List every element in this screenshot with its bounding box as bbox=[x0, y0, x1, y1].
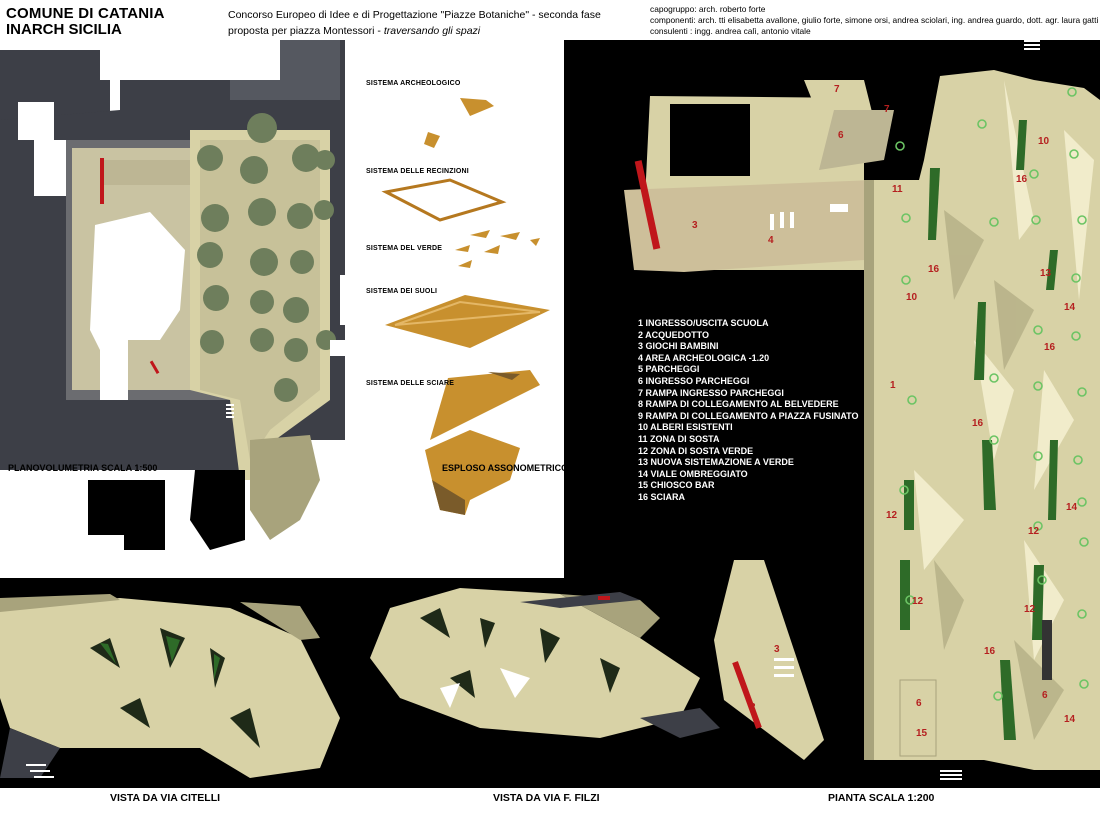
org-title: INARCH SICILIA bbox=[6, 21, 122, 38]
credit-consulenti: consulenti : ingg. andrea calì, antonio … bbox=[650, 26, 811, 36]
legend-item: 3 GIOCHI BAMBINI bbox=[638, 341, 719, 352]
plan-label-16e: 16 bbox=[984, 646, 996, 657]
legend-item: 16 SCIARA bbox=[638, 491, 686, 502]
plan-label-12d: 12 bbox=[1024, 604, 1036, 615]
view-citelli-render bbox=[0, 594, 340, 778]
legend-item: 14 VIALE OMBREGGIATO bbox=[638, 468, 748, 479]
plan-label-15: 15 bbox=[916, 728, 928, 739]
system-suoli-label: SISTEMA DEI SUOLI bbox=[366, 288, 438, 295]
plan-label-2b: 2 bbox=[750, 702, 756, 713]
plan-label-13: 13 bbox=[1040, 268, 1052, 279]
plan-label-16b: 16 bbox=[928, 264, 940, 275]
plan-label-7a: 7 bbox=[834, 84, 840, 95]
plan-label-12a: 12 bbox=[886, 510, 898, 521]
legend-item: 8 RAMPA DI COLLEGAMENTO AL BELVEDERE bbox=[638, 399, 839, 410]
plan-label-1: 1 bbox=[890, 380, 896, 391]
planovolumetria-drawing bbox=[0, 40, 550, 550]
plan-label-6a: 6 bbox=[838, 130, 844, 141]
city-title: COMUNE DI CATANIA bbox=[6, 5, 165, 22]
legend-item: 10 ALBERI ESISTENTI bbox=[638, 422, 733, 433]
plan-label-2a: 2 bbox=[646, 207, 652, 218]
plan-label-6b: 6 bbox=[916, 698, 922, 709]
footer bbox=[0, 788, 1100, 820]
header bbox=[0, 0, 1100, 40]
plan-label-7b: 7 bbox=[884, 104, 890, 115]
vista-citelli-caption: VISTA DA VIA CITELLI bbox=[110, 792, 221, 804]
legend-item: 4 AREA ARCHEOLOGICA -1.20 bbox=[638, 352, 770, 363]
legend-item: 6 INGRESSO PARCHEGGI bbox=[638, 375, 750, 386]
legend: 1 INGRESSO/USCITA SCUOLA 2 ACQUEDOTTO 3 … bbox=[638, 318, 859, 504]
plan-label-10b: 10 bbox=[906, 292, 918, 303]
legend-item: 5 PARCHEGGI bbox=[638, 364, 700, 375]
contest-title: Concorso Europeo di Idee e di Progettazi… bbox=[228, 9, 601, 21]
esploso-caption: ESPLOSO ASSONOMETRICO bbox=[442, 463, 569, 473]
plan-label-3b: 3 bbox=[774, 644, 780, 655]
proposal-title: traversando gli spazi bbox=[383, 25, 481, 37]
plan-label-10a: 10 bbox=[1038, 136, 1050, 147]
credit-componenti: componenti: arch. tti elisabetta avallon… bbox=[650, 15, 1099, 25]
pianta-drawing: 7 7 6 11 2 3 4 10 16 13 16 10 14 16 1 16… bbox=[624, 40, 1100, 780]
plan-label-14b: 14 bbox=[1066, 502, 1078, 513]
perspective-views bbox=[0, 588, 720, 778]
view-filzi-render bbox=[370, 588, 720, 738]
plan-label-16d: 16 bbox=[972, 418, 984, 429]
plan-label-11: 11 bbox=[892, 184, 903, 195]
plan-label-6c: 6 bbox=[1042, 690, 1048, 701]
system-recinzioni-label: SISTEMA DELLE RECINZIONI bbox=[366, 168, 469, 175]
plan-label-12c: 12 bbox=[912, 596, 924, 607]
legend-item: 1 INGRESSO/USCITA SCUOLA bbox=[638, 318, 769, 328]
system-verde-label: SISTEMA DEL VERDE bbox=[366, 245, 443, 252]
system-archeologico-label: SISTEMA ARCHEOLOGICO bbox=[366, 80, 461, 87]
plan-label-14a: 14 bbox=[1064, 302, 1076, 313]
pianta-caption: PIANTA SCALA 1:200 bbox=[828, 792, 935, 804]
vista-filzi-caption: VISTA DA VIA F. FILZI bbox=[493, 792, 600, 804]
legend-item: 7 RAMPA INGRESSO PARCHEGGI bbox=[638, 387, 784, 398]
plan-label-3a: 3 bbox=[692, 220, 698, 231]
plan-label-14c: 14 bbox=[1064, 714, 1076, 725]
legend-item: 11 ZONA DI SOSTA bbox=[638, 433, 720, 444]
plan-label-16a: 16 bbox=[1016, 174, 1028, 185]
plan-label-16c: 16 bbox=[1044, 342, 1056, 353]
legend-item: 15 CHIOSCO BAR bbox=[638, 480, 715, 491]
proposal-line: proposta per piazza Montessori - travers… bbox=[228, 25, 480, 37]
system-sciare-label: SISTEMA DELLE SCIARE bbox=[366, 380, 455, 387]
legend-item: 13 NUOVA SISTEMAZIONE A VERDE bbox=[638, 457, 794, 468]
plan-label-12b: 12 bbox=[1028, 526, 1040, 537]
proposal-prefix: proposta per piazza Montessori - bbox=[228, 25, 384, 37]
planovolumetria-caption: PLANOVOLUMETRIA SCALA 1:500 bbox=[8, 463, 158, 473]
credit-capogruppo: capogruppo: arch. roberto forte bbox=[650, 4, 766, 14]
legend-item: 12 ZONA DI SOSTA VERDE bbox=[638, 445, 754, 456]
legend-item: 9 RAMPA DI COLLEGAMENTO A PIAZZA FUSINAT… bbox=[638, 410, 859, 421]
legend-item: 2 ACQUEDOTTO bbox=[638, 329, 710, 340]
plan-label-4: 4 bbox=[768, 235, 774, 246]
